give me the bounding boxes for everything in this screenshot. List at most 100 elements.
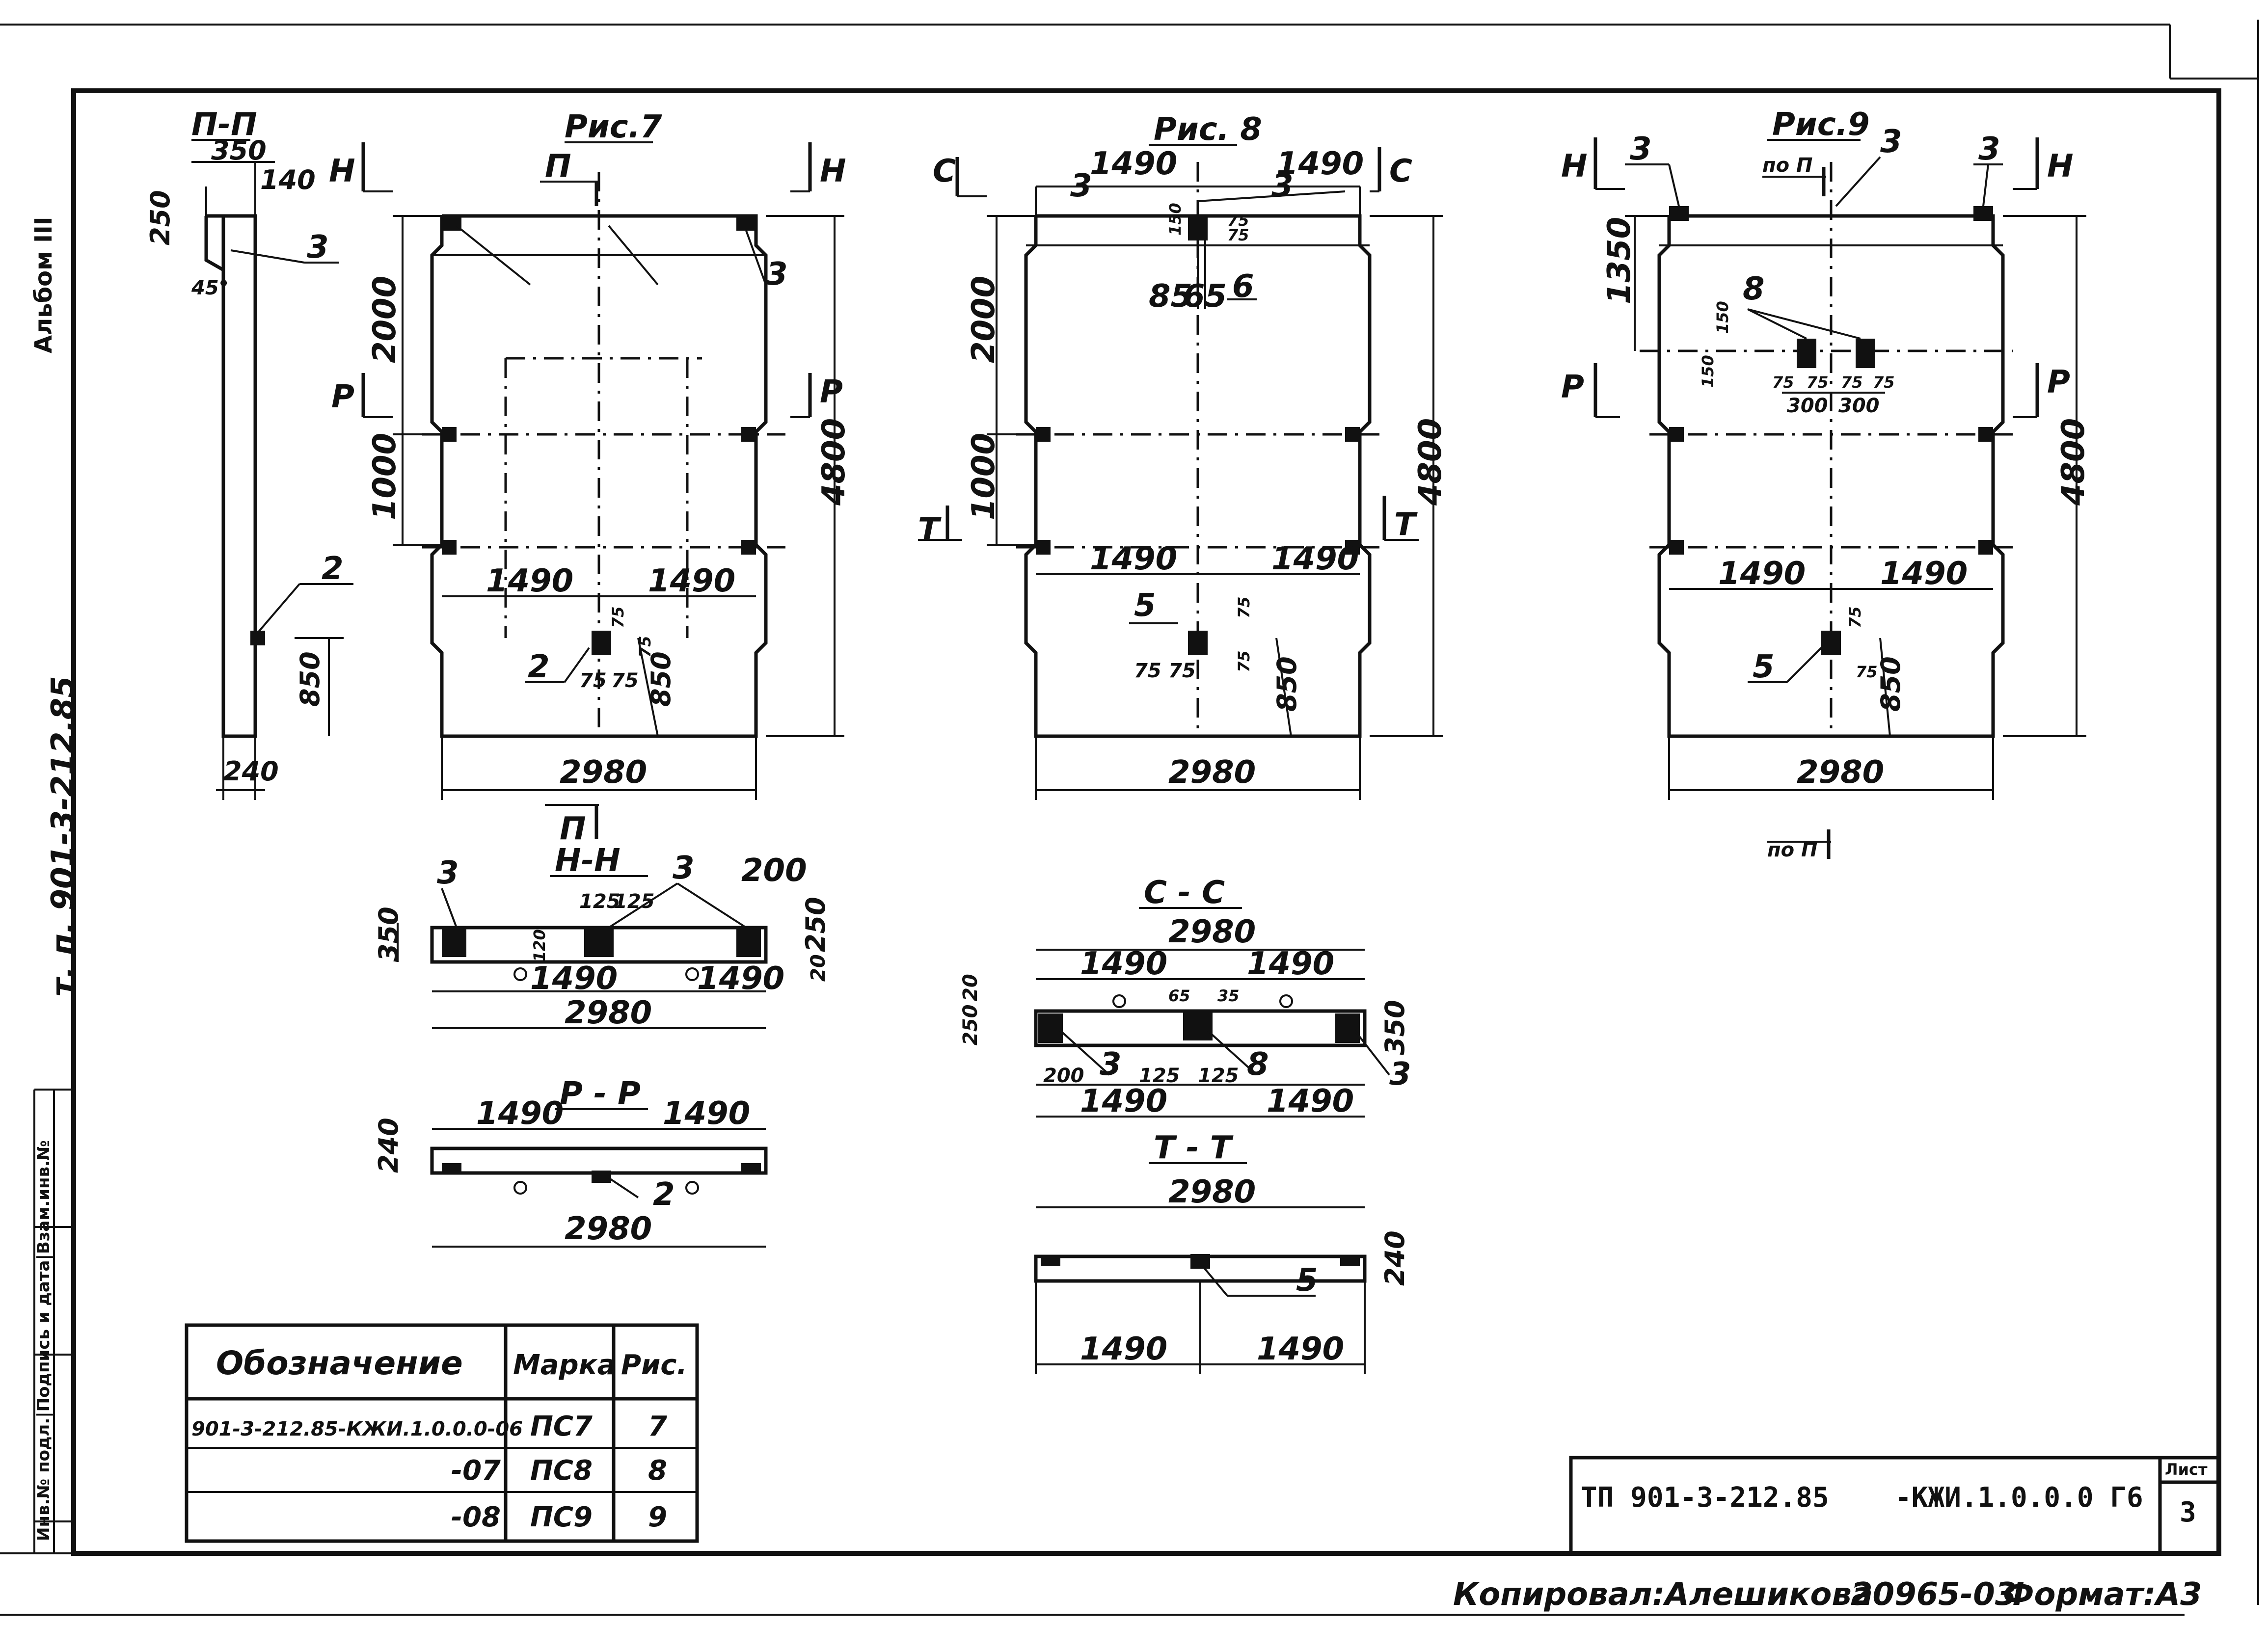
fig8-dim-150: 150 — [1166, 203, 1185, 236]
hh-callout-3a: 3 — [437, 855, 459, 891]
fig7-cut-h-right: Н — [820, 153, 846, 189]
table-row1-designation: 901-3-212.85-КЖИ.1.0.0.0-06 — [191, 1418, 523, 1440]
cc-dim-125b: 125 — [1198, 1065, 1239, 1087]
fig7-cut-p-top: П — [545, 148, 571, 185]
fig8-dim-1000: 1000 — [966, 433, 1002, 520]
cc-dim-1490a: 1490 — [1080, 946, 1167, 982]
fig7-dim-75d: 75 — [636, 636, 654, 658]
section-c-title: С - С — [1144, 875, 1225, 911]
rr-dim-1490a: 1490 — [476, 1095, 564, 1132]
section-p-title: П-П — [191, 107, 257, 143]
title-code: ТП 901-3-212.85 — [1581, 1482, 1829, 1514]
fig9-dim-75a: 75 — [1772, 373, 1794, 392]
cc-callout-8: 8 — [1247, 1046, 1269, 1083]
fig9-dim-75b: 75 — [1807, 373, 1829, 392]
fig9-dim-850: 850 — [1875, 656, 1906, 712]
section-r-r: Р - Р 1490 1490 240 2 2980 — [373, 1076, 768, 1248]
fig8-dim-2000: 2000 — [966, 276, 1002, 363]
fig7-callout-2: 2 — [528, 649, 550, 685]
table-row2-mark: ПС8 — [530, 1455, 593, 1487]
hh-dim-1490a: 1490 — [530, 960, 618, 997]
fig8-dim-75a2: 75 — [1134, 660, 1161, 682]
fig9-cut-r-right: Р — [2047, 364, 2070, 400]
fig9-callout-5: 5 — [1753, 649, 1775, 685]
table-row3-fig: 9 — [648, 1501, 667, 1533]
cc-callout-3a: 3 — [1100, 1046, 1122, 1083]
hh-dim-120: 120 — [530, 929, 549, 962]
fig7-dim-2000: 2000 — [367, 276, 403, 363]
rr-callout-2: 2 — [653, 1176, 675, 1213]
tt-dim-1490b: 1490 — [1257, 1331, 1344, 1367]
side-strip-label: Инв.№ подл.|Подпись и дата|Взам.инв.№ — [34, 1140, 54, 1541]
fig8-dim-85: 85 — [1149, 278, 1192, 315]
fig7-title: Рис.7 — [565, 109, 662, 145]
angle-45: 45° — [191, 277, 229, 299]
fig8-dim-75c2: 75 — [1235, 596, 1253, 618]
fig8-callout-3a: 3 — [1070, 168, 1092, 204]
figure-9: Рис.9 3 3 3 Н Н по П Р — [1561, 107, 2092, 861]
fig9-callout-8: 8 — [1743, 271, 1765, 307]
fig8-cut-c-right: С — [1389, 153, 1412, 189]
fig8-cut-t-right: Т — [1394, 506, 1418, 543]
fig9-dim-4800: 4800 — [2055, 418, 2092, 506]
fig7-cut-h-left: Н — [329, 153, 355, 189]
fig8-dim-75d2: 75 — [1235, 650, 1253, 672]
footer-number: 20965-03 — [1851, 1576, 2017, 1613]
fig7-dim-1490a: 1490 — [486, 563, 573, 599]
fig8-dim-1490c: 1490 — [1090, 541, 1177, 577]
fig8-dim-1490a: 1490 — [1090, 146, 1177, 182]
fig8-dim-1490d: 1490 — [1271, 541, 1359, 577]
fig8-dim-4800: 4800 — [1412, 418, 1449, 506]
fig8-cut-t-left: Т — [918, 511, 942, 548]
fig8-dim-75b2: 75 — [1168, 660, 1196, 682]
fig9-title: Рис.9 — [1772, 107, 1870, 143]
album-label: Альбом III — [30, 216, 57, 353]
fig7-dim-75b: 75 — [611, 669, 639, 692]
fig9-cut-h-left: Н — [1561, 148, 1588, 185]
fig9-dim-1490a: 1490 — [1718, 556, 1806, 592]
sheet-label: Лист — [2165, 1460, 2208, 1479]
figure-7: Рис.7 3 2 П Н Н Р — [329, 109, 852, 847]
tt-dim-1490a: 1490 — [1080, 1331, 1167, 1367]
section-h-title: Н-Н — [555, 843, 621, 879]
fig8-dim-1490b: 1490 — [1276, 146, 1364, 182]
fig7-dim-75c: 75 — [609, 606, 627, 628]
fig9-dim-75c: 75 — [1841, 373, 1863, 392]
dim-350: 350 — [211, 135, 267, 166]
table-header-fig: Рис. — [621, 1349, 687, 1381]
fig8-cut-c-left: С — [933, 153, 956, 189]
fig9-cut-pop-top: по П — [1762, 154, 1813, 177]
fig7-dim-1000: 1000 — [367, 433, 403, 520]
fig9-dim-75f: 75 — [1856, 663, 1878, 681]
section-t-t: Т - Т 2980 240 5 1490 1490 — [1034, 1130, 1410, 1374]
fig9-dim-300a: 300 — [1787, 395, 1828, 417]
fig8-title: Рис. 8 — [1154, 111, 1262, 148]
tt-dim-240: 240 — [1379, 1230, 1410, 1286]
section-t-title: Т - Т — [1154, 1130, 1234, 1166]
fig9-dim-75e: 75 — [1846, 606, 1864, 628]
sheet-number: 3 — [2180, 1496, 2196, 1528]
section-h-h: Н-Н 3 3 200 125 125 350 250 20 120 1490 … — [373, 843, 831, 1031]
cc-dim-125a: 125 — [1139, 1065, 1180, 1087]
hh-dim-125a: 125 — [579, 890, 621, 913]
footer-format: Формат:А3 — [2003, 1576, 2202, 1613]
fig7-dim-850: 850 — [646, 651, 676, 707]
rr-dim-2980: 2980 — [565, 1211, 652, 1247]
table-row2-fig: 8 — [648, 1455, 667, 1487]
rr-dim-240: 240 — [373, 1118, 404, 1173]
rr-dim-1490b: 1490 — [663, 1095, 750, 1132]
hh-callout-3b: 3 — [673, 850, 695, 886]
tt-dim-2980: 2980 — [1168, 1174, 1256, 1210]
table-row1-fig: 7 — [648, 1411, 667, 1442]
dim-850: 850 — [295, 651, 325, 707]
cc-dim-350: 350 — [1379, 1000, 1410, 1055]
footer: Копировал:Алешикова 20965-03 Формат:А3 — [1453, 1576, 2202, 1613]
fig9-cut-h-right: Н — [2047, 148, 2074, 185]
project-side-label: т. п. 901-3-212.85 — [45, 676, 81, 996]
dim-250: 250 — [145, 190, 176, 245]
dim-140: 140 — [260, 164, 316, 195]
fig8-dim-75b: 75 — [1227, 226, 1249, 244]
cc-dim-1490d: 1490 — [1267, 1083, 1354, 1119]
cc-callout-3b: 3 — [1389, 1056, 1411, 1092]
cc-dim-1490b: 1490 — [1247, 946, 1334, 982]
